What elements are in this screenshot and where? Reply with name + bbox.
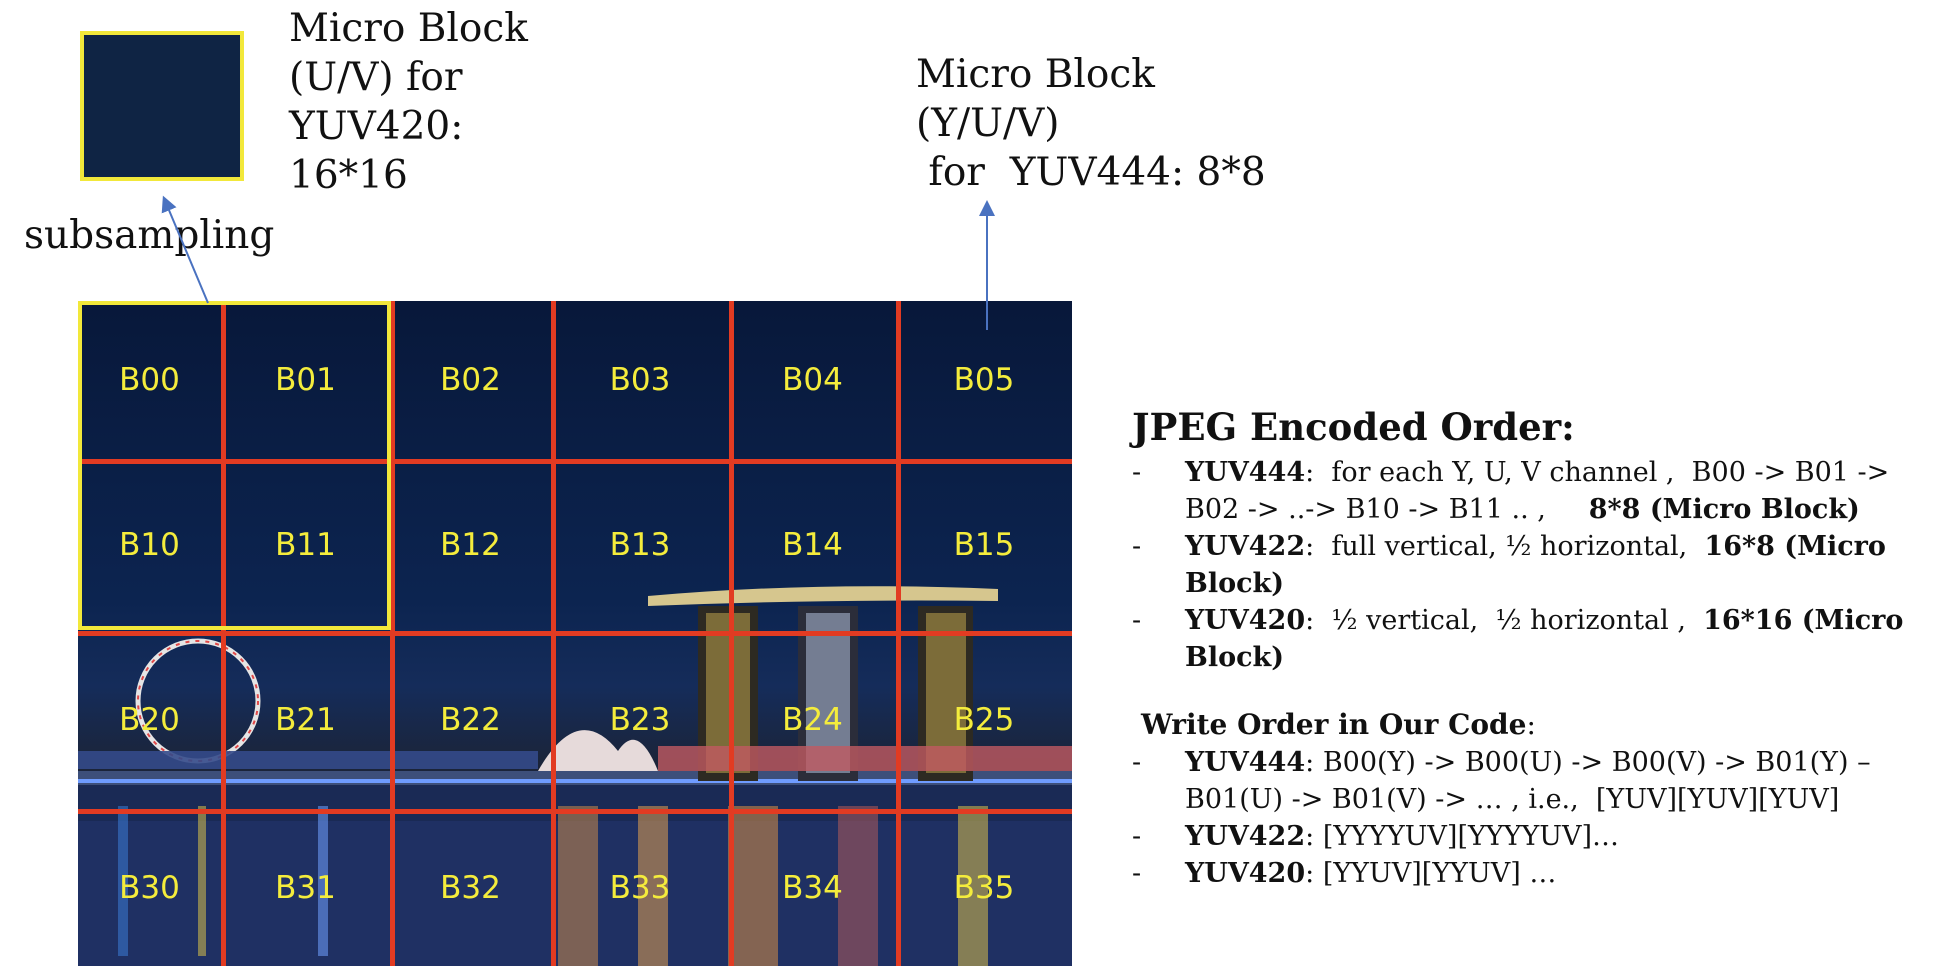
grid-cell-b03: B03 [609, 362, 671, 398]
format-key: YUV444 [1185, 457, 1306, 488]
grid-cell-b13: B13 [609, 527, 671, 563]
subsampling-label: subsampling [24, 213, 275, 258]
item-text: : for each Y, U, V channel , B00 -> B01 … [1185, 457, 1898, 525]
grid-cell-b20: B20 [119, 702, 180, 738]
list-item: - YUV420: [YYUV][YYUV] … [1132, 855, 1952, 892]
grid-cell-b02: B02 [440, 362, 501, 398]
grid-cell-b12: B12 [440, 527, 501, 563]
grid-cell-b22: B22 [440, 702, 501, 738]
bullet-dash: - [1132, 605, 1142, 636]
grid-cell-b30: B30 [119, 869, 180, 906]
micro-block-uv-square [80, 31, 244, 181]
grid-cell-b00: B00 [119, 362, 180, 398]
list-item: - YUV444: for each Y, U, V channel , B00 … [1132, 454, 1952, 528]
format-key: YUV422 [1185, 531, 1306, 562]
grid-cell-b32: B32 [440, 869, 501, 906]
item-text: : full vertical, ½ horizontal, [1305, 531, 1705, 562]
block-size: 16*16 (Micro Block) [1185, 605, 1904, 673]
bullet-dash: - [1132, 457, 1142, 488]
jpeg-order-title: JPEG Encoded Order: [1132, 405, 1575, 449]
format-key: YUV444 [1185, 747, 1306, 778]
grid-cell-b25: B25 [953, 702, 1015, 738]
bullet-dash: - [1132, 531, 1142, 562]
bullet-dash: - [1132, 858, 1142, 889]
grid-cell-b04: B04 [782, 362, 843, 398]
grid-cell-b24: B24 [782, 702, 843, 738]
bullet-dash: - [1132, 747, 1142, 778]
grid-cell-b21: B21 [275, 702, 336, 738]
list-item: - YUV422: full vertical, ½ horizontal, 16… [1132, 528, 1952, 602]
encoding-order-panel: JPEG Encoded Order: -YUV444: for each Y,… [1132, 404, 1952, 892]
grid-cell-b05: B05 [953, 362, 1015, 398]
grid-cell-b01: B01 [275, 362, 336, 398]
grid-cell-b14: B14 [782, 527, 843, 563]
jpeg-order-list: - YUV444: for each Y, U, V channel , B00 … [1132, 454, 1952, 676]
format-key: YUV420 [1185, 605, 1306, 636]
micro-block-highlight [78, 301, 391, 630]
item-text: : ½ vertical, ½ horizontal , [1305, 605, 1704, 636]
grid-line-h1 [78, 459, 1072, 464]
item-text: : B00(Y) -> B00(U) -> B00(V) -> B01(Y) –… [1185, 747, 1880, 815]
write-order-list: - YUV444: B00(Y) -> B00(U) -> B00(V) -> B… [1132, 744, 1952, 892]
block-size: 8*8 (Micro Block) [1588, 494, 1860, 525]
list-item: - YUV444: B00(Y) -> B00(U) -> B00(V) -> B… [1132, 744, 1952, 818]
grid-cell-b11: B11 [275, 527, 336, 563]
format-key: YUV420 [1185, 858, 1306, 889]
block-size: 16*8 (Micro Block) [1185, 531, 1886, 599]
item-text: : [YYUV][YYUV] … [1305, 858, 1557, 889]
write-order-title: Write Order in Our Code: [1141, 708, 1536, 741]
format-key: YUV422 [1185, 821, 1306, 852]
grid-line-h3 [78, 809, 1072, 814]
grid-cell-b35: B35 [953, 869, 1015, 906]
micro-block-uv-label: Micro Block (U/V) for YUV420: 16*16 [289, 6, 528, 198]
grid-cell-b10: B10 [119, 527, 180, 563]
micro-block-yuv-label: Micro Block (Y/U/V) for YUV444: 8*8 [916, 52, 1266, 195]
bullet-dash: - [1132, 821, 1142, 852]
grid-cell-b15: B15 [953, 527, 1015, 563]
grid-cell-b34: B34 [782, 869, 843, 906]
list-item: - YUV420: ½ vertical, ½ horizontal , 16*1… [1132, 602, 1952, 676]
grid-cell-b31: B31 [275, 869, 336, 906]
grid-cell-b33: B33 [609, 869, 671, 906]
list-item: - YUV422: [YYYYUV][YYYYUV]… [1132, 818, 1952, 855]
item-text: : [YYYYUV][YYYYUV]… [1305, 821, 1620, 852]
grid-line-h2 [78, 631, 1072, 636]
grid-cell-b23: B23 [609, 702, 671, 738]
